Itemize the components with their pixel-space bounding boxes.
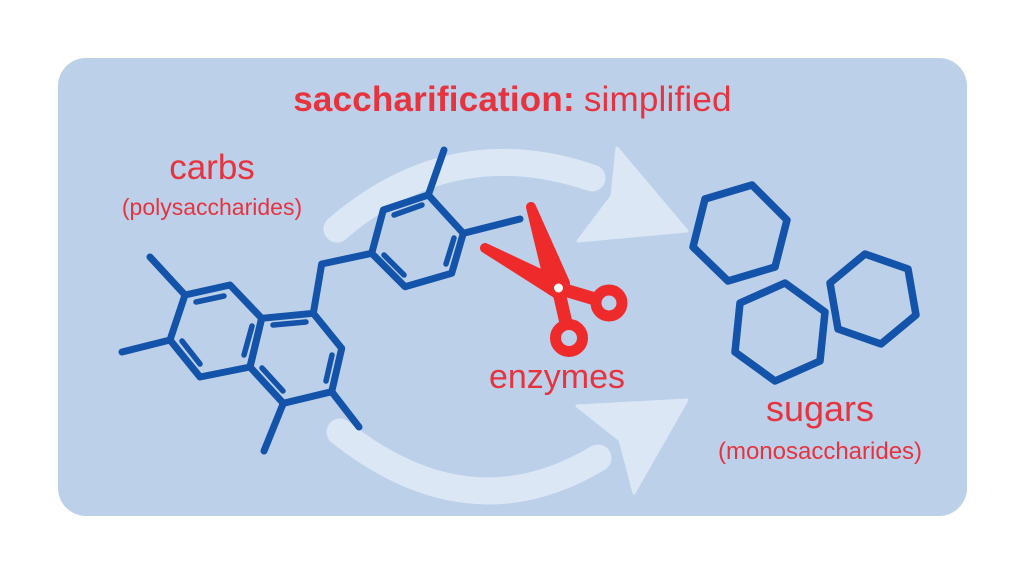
diagram-title: saccharification:simplified <box>58 80 967 120</box>
double-bond <box>443 235 457 267</box>
methyl-bond <box>118 336 174 356</box>
molecule-bridge-bond <box>309 249 376 317</box>
sugars-label: sugars <box>765 388 875 429</box>
methyl-bond <box>260 399 287 455</box>
double-bond <box>270 319 309 328</box>
scissors-handle-ring <box>550 319 588 357</box>
double-bond <box>381 252 407 278</box>
sugar-hexagon <box>731 279 829 385</box>
monosaccharides-sublabel: (monosaccharides) <box>717 438 923 465</box>
enzymes-label-group: enzymes <box>457 358 657 397</box>
double-bond <box>193 293 227 305</box>
carbs-label-group: carbs (polysaccharides) <box>92 148 332 221</box>
carbs-label: carbs <box>169 148 255 187</box>
double-bond <box>241 323 255 358</box>
double-bond <box>259 365 286 394</box>
polysaccharide-molecule-icon <box>118 146 524 455</box>
polysaccharides-sublabel: (polysaccharides) <box>121 194 303 220</box>
sugar-hexagon <box>689 181 791 285</box>
methyl-bond <box>328 388 363 431</box>
scissors-pivot-dot <box>554 283 563 293</box>
scissors-handle-ring <box>590 284 628 322</box>
sugar-hexagon <box>826 250 920 348</box>
double-bond <box>179 338 203 367</box>
cycle-arrow-top-icon <box>323 146 689 243</box>
monosaccharide-hexagon-icons <box>689 181 920 385</box>
title-suffix: simplified <box>583 80 732 119</box>
molecule-ring-b <box>246 309 346 407</box>
title-keyword: saccharification: <box>293 80 575 119</box>
arrow-head <box>575 398 689 495</box>
scissors-shank <box>551 281 573 330</box>
methyl-bond <box>146 253 189 299</box>
arrow-head <box>576 146 689 243</box>
arrow-arc <box>326 418 612 505</box>
methyl-bond <box>424 146 448 199</box>
enzymes-label: enzymes <box>488 358 626 396</box>
sugars-label-group: sugars (monosaccharides) <box>695 388 945 466</box>
double-bond <box>391 202 425 218</box>
double-bond <box>323 352 335 384</box>
cycle-arrow-bottom-icon <box>326 398 689 505</box>
methyl-bond <box>459 215 524 237</box>
arrow-arc <box>323 148 606 243</box>
scissors-icon <box>480 202 628 357</box>
